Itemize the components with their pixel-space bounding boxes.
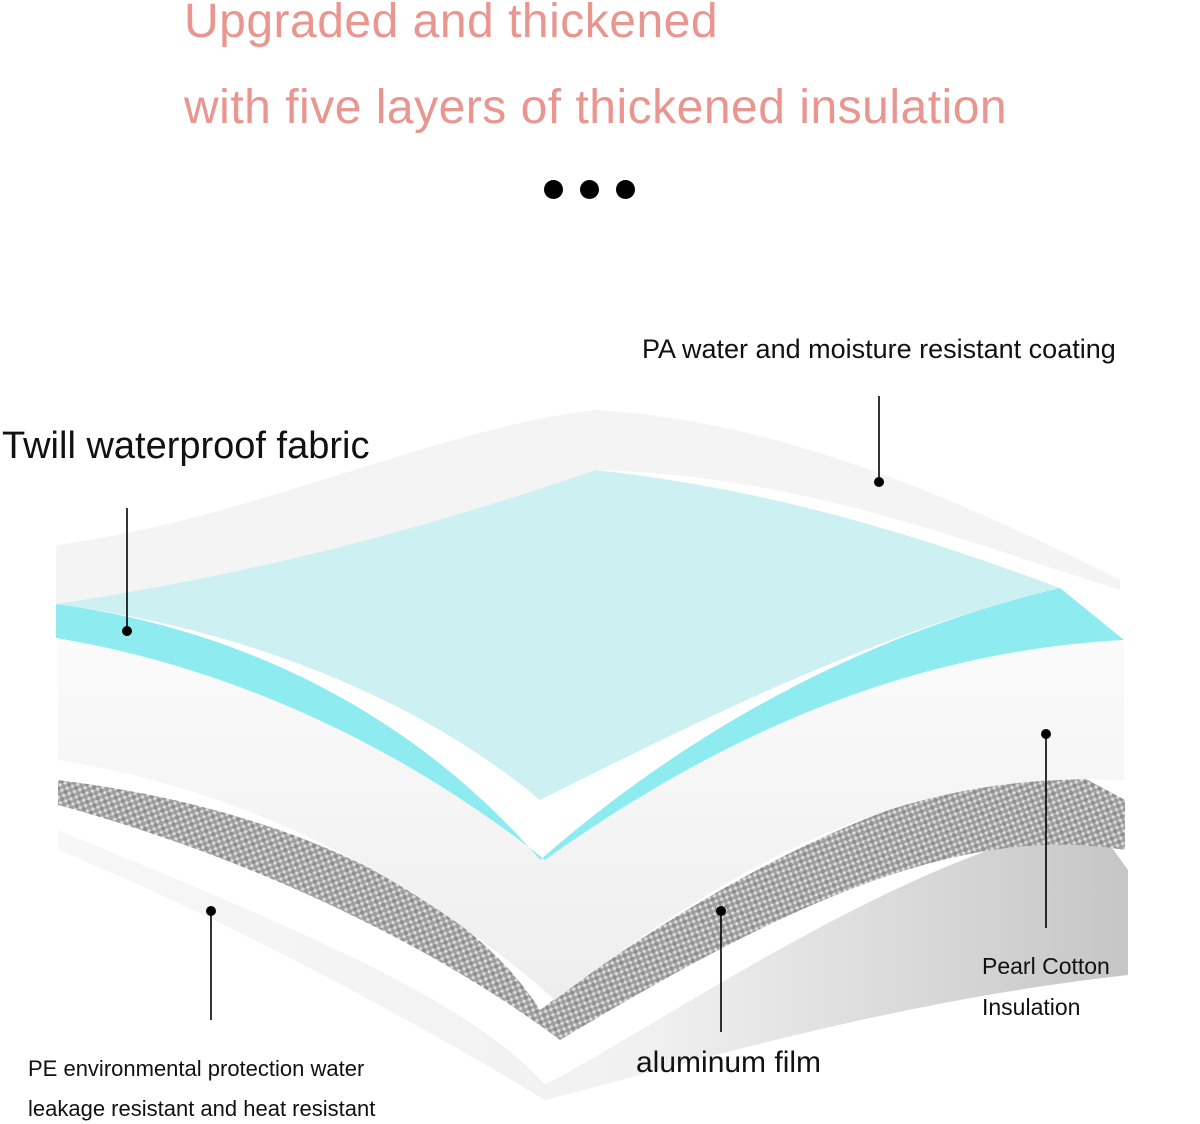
marker-pa — [874, 477, 884, 487]
layer-pa — [56, 410, 1120, 604]
label-pe-line-1: PE environmental protection water — [28, 1056, 365, 1081]
label-twill-fabric: Twill waterproof fabric — [2, 425, 370, 467]
layer-twill-top — [56, 470, 1060, 800]
layer-aluminum — [58, 765, 1125, 1040]
marker-aluminum — [716, 906, 726, 916]
label-pe-line-2: leakage resistant and heat resistant — [28, 1096, 376, 1121]
ellipsis-dot-1 — [544, 180, 563, 199]
label-aluminum-film: aluminum film — [636, 1046, 822, 1079]
marker-pe — [206, 906, 216, 916]
layer-twill — [56, 588, 1124, 860]
headline-line-1: Upgraded and thickened — [184, 0, 719, 48]
marker-twill — [122, 626, 132, 636]
label-pa-coating: PA water and moisture resistant coating — [642, 334, 1116, 364]
layer-pe — [58, 820, 1128, 1100]
ellipsis-dot-3 — [616, 180, 635, 199]
label-pearl-cotton-line-1: Pearl Cotton — [982, 953, 1110, 979]
layer-pearl-cotton — [58, 637, 1124, 1000]
ellipsis-dot-2 — [580, 180, 599, 199]
marker-pearl — [1041, 729, 1051, 739]
headline-line-2: with five layers of thickened insulation — [184, 81, 1008, 134]
label-pearl-cotton-line-2: Insulation — [982, 994, 1081, 1020]
